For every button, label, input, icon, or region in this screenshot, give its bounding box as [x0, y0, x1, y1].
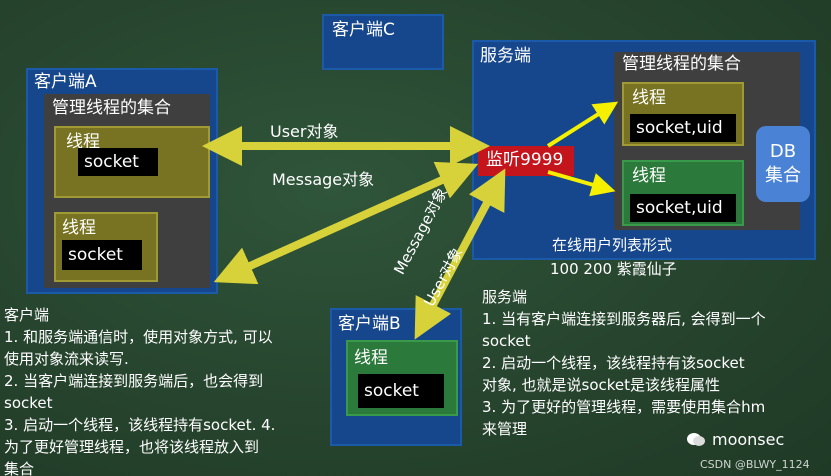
client-a-thread-2: 线程 socket: [54, 212, 158, 282]
client-a-thread-collection: 管理线程的集合 线程 socket 线程 socket: [44, 94, 210, 288]
moonsec-label: moonsec: [712, 430, 785, 449]
client-c-label: 客户端C: [332, 20, 395, 40]
server-notes-line-2: socket: [482, 332, 531, 350]
client-b-thread: 线程 socket: [346, 340, 458, 416]
client-a-thread-2-label: 线程: [62, 218, 96, 238]
client-a-label: 客户端A: [34, 72, 97, 92]
server-label: 服务端: [480, 46, 531, 66]
db-collection-label: 集合: [765, 165, 801, 186]
server-notes-line-6: 来管理: [482, 420, 528, 438]
message-object-label: Message对象: [272, 170, 375, 189]
csdn-credit: CSDN @BLWY_1124: [700, 458, 810, 471]
server-thread-2-socket: socket,uid: [630, 194, 736, 222]
client-b-server-arrow: [414, 168, 506, 340]
online-list-example: 100 200 紫霞仙子: [550, 260, 677, 278]
server-thread-2: 线程 socket,uid: [622, 160, 744, 226]
server-box: 服务端 监听9999 管理线程的集合 线程 socket,uid 线程 sock…: [472, 40, 816, 260]
user-object-label: User对象: [270, 122, 339, 141]
client-notes-line-2: 使用对象流来读写.: [4, 350, 129, 368]
db-collection-box: DB 集合: [756, 126, 810, 202]
server-thread-1-label: 线程: [632, 88, 666, 108]
server-thread-1-socket: socket,uid: [630, 114, 736, 142]
server-notes-line-4: 对象, 也就是说socket是该线程属性: [482, 376, 721, 394]
server-collection-label: 管理线程的集合: [622, 54, 741, 74]
client-b-thread-label: 线程: [354, 348, 388, 368]
server-notes-line-5: 3. 为了更好的管理线程，需要使用集合hm: [482, 398, 766, 416]
client-a-thread-1-socket: socket: [78, 148, 158, 176]
server-thread-2-label: 线程: [632, 166, 666, 186]
online-list-title: 在线用户列表形式: [552, 236, 673, 254]
client-a-collection-label: 管理线程的集合: [52, 98, 171, 118]
client-notes-line-4: socket: [4, 394, 53, 412]
server-notes-title: 服务端: [482, 288, 528, 306]
listen-to-thread-2-arrow: [547, 170, 616, 197]
client-a-thread-1-label: 线程: [66, 132, 100, 152]
client-notes-line-5: 3. 启动一个线程，该线程持有socket. 4.: [4, 416, 276, 434]
moonsec-watermark: moonsec: [686, 430, 784, 449]
client-notes-line-3: 2. 当客户端连接到服务端后，也会得到: [4, 372, 264, 390]
server-notes-line-3: 2. 启动一个线程，该线程持有该socket: [482, 354, 745, 372]
client-a-thread-1: 线程 socket: [54, 126, 210, 198]
server-thread-1: 线程 socket,uid: [622, 82, 744, 146]
client-a-box: 客户端A 管理线程的集合 线程 socket 线程 socket: [26, 68, 218, 294]
server-notes-line-1: 1. 当有客户端连接到服务器后, 会得到一个: [482, 310, 766, 328]
db-label: DB: [769, 141, 797, 162]
wechat-icon: [687, 432, 705, 446]
client-notes: 客户端 1. 和服务端通信时，使用对象方式, 可以 使用对象流来读写. 2. 当…: [4, 304, 316, 476]
client-c-box: 客户端C: [322, 14, 444, 70]
client-notes-title: 客户端: [4, 306, 50, 324]
server-notes: 服务端 1. 当有客户端连接到服务器后, 会得到一个 socket 2. 启动一…: [482, 286, 818, 440]
client-notes-line-7: 集合: [4, 460, 35, 476]
client-b-label: 客户端B: [338, 314, 401, 334]
listen-to-thread-1-arrow: [546, 101, 619, 148]
client-a-thread-2-socket: socket: [62, 240, 142, 270]
client-notes-line-1: 1. 和服务端通信时，使用对象方式, 可以: [4, 328, 273, 346]
client-notes-line-6: 为了更好管理线程，也将该线程放入到: [4, 438, 260, 456]
server-thread-collection: 管理线程的集合 线程 socket,uid 线程 socket,uid: [614, 52, 800, 230]
client-b-socket: socket: [358, 374, 444, 408]
